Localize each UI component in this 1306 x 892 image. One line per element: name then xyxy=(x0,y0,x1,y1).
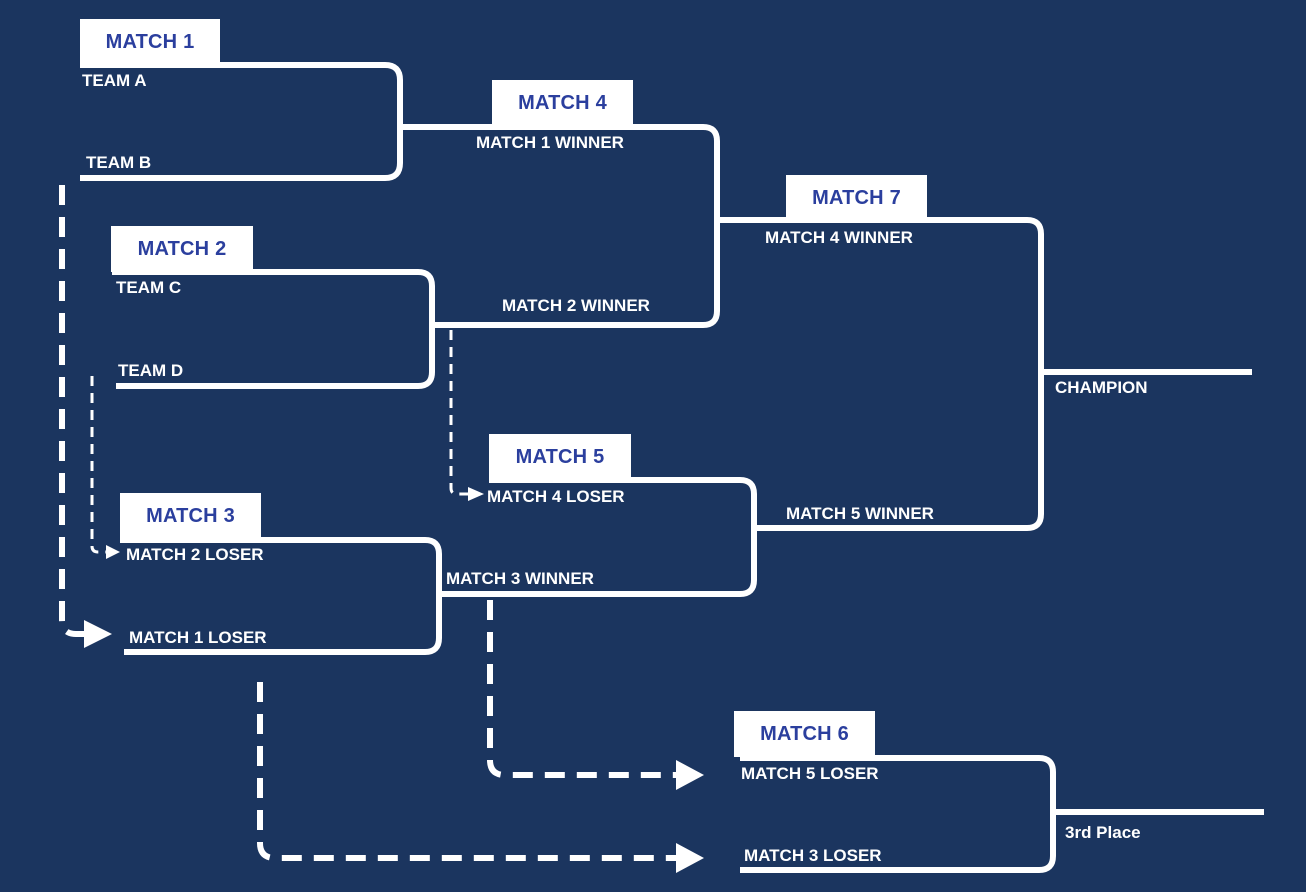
team-a-label: TEAM A xyxy=(82,71,147,90)
match5-loser-label: MATCH 5 LOSER xyxy=(741,764,879,783)
match5-header: MATCH 5 xyxy=(489,434,631,480)
arrow-icon-match4-loser xyxy=(468,487,484,501)
match4-loser-label: MATCH 4 LOSER xyxy=(487,487,625,506)
match1-winner-label: MATCH 1 WINNER xyxy=(476,133,624,152)
match3-loser-label: MATCH 3 LOSER xyxy=(744,846,882,865)
team-b-label: TEAM B xyxy=(86,153,152,172)
match1-header: MATCH 1 xyxy=(80,19,220,65)
match1-loser-route xyxy=(59,185,84,637)
match4-winner-label: MATCH 4 WINNER xyxy=(765,228,913,247)
match3-header: MATCH 3 xyxy=(120,493,261,539)
match1-loser-label: MATCH 1 LOSER xyxy=(129,628,267,647)
match4-bracket xyxy=(400,124,720,328)
match7-header: MATCH 7 xyxy=(786,175,927,221)
match2-loser-route xyxy=(90,376,106,554)
match2-loser-label: MATCH 2 LOSER xyxy=(126,545,264,564)
match2-bracket xyxy=(112,269,435,389)
match7-bracket xyxy=(717,217,1044,531)
match5-bracket xyxy=(439,477,757,597)
match4-loser-route xyxy=(449,330,468,496)
team-c-label: TEAM C xyxy=(116,278,182,297)
arrow-icon-match3-loser xyxy=(676,843,704,873)
match3-winner-label: MATCH 3 WINNER xyxy=(446,569,594,588)
match2-header: MATCH 2 xyxy=(111,226,253,272)
match1-bracket xyxy=(80,62,403,181)
champion-label: CHAMPION xyxy=(1055,378,1148,397)
arrow-icon-match2-loser xyxy=(106,545,120,559)
match4-header: MATCH 4 xyxy=(492,80,633,126)
arrow-icon-match1-loser xyxy=(84,620,112,648)
match2-winner-label: MATCH 2 WINNER xyxy=(502,296,650,315)
match6-header: MATCH 6 xyxy=(734,711,875,757)
match5-loser-route xyxy=(487,600,676,778)
third-place-label: 3rd Place xyxy=(1065,823,1141,842)
arrow-icon-match5-loser xyxy=(676,760,704,790)
match3-loser-route xyxy=(257,682,676,861)
team-d-label: TEAM D xyxy=(118,361,184,380)
match5-winner-label: MATCH 5 WINNER xyxy=(786,504,934,523)
